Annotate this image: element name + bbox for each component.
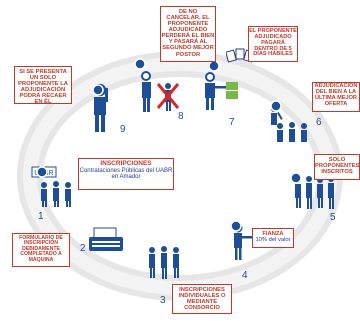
badge-8 [134,58,146,70]
typewriter-icon [89,227,123,251]
step-8-box: DE NO CANCELAR, EL PROPONENTE ADJUDICADO… [160,6,216,62]
step-7-figure-with-money [205,72,238,110]
step-2-box: FORMULARIO DE INSCRIPCIÓN DEBIDAMENTE CO… [12,233,70,267]
step-number-6: 6 [316,117,322,128]
step-6-box: ADJUDICACIÓN DEL BIEN A LA ÚLTIMA MEJOR … [312,82,360,112]
badge-1 [36,166,48,178]
step-1-box: INSCRIPCIONES Contrataciones Públicas de… [78,158,174,190]
step-8-title: DE NO CANCELAR, EL PROPONENTE ADJUDICADO… [161,9,215,58]
step-5-title: SOLO PROPONENTES INSCRITOS [315,157,360,176]
step-number-9: 9 [120,124,126,135]
step-6-auction-figures [271,106,307,142]
badge-5 [290,172,302,184]
step-number-1: 1 [38,211,44,222]
badge-6 [270,100,282,112]
step-7-title: EL PROPONENTE ADJUDICADO PAGARÁ DENTRO D… [249,28,297,58]
badge-7 [208,60,220,72]
step-7-box: EL PROPONENTE ADJUDICADO PAGARÁ DENTRO D… [248,26,298,62]
step-number-3: 3 [160,295,166,306]
step-9-box: SI SE PRESENTA UN SOLO PROPONENTE LA ADJ… [14,66,72,106]
step-number-8: 8 [178,111,184,122]
step-2-title: FORMULARIO DE INSCRIPCIÓN DEBIDAMENTE CO… [19,235,63,263]
step-5-group-figures [295,176,334,209]
step-4-box: FIANZA 10% del valor [252,228,294,248]
step-3-box: INSCRIPCIONES INDIVIDUALES O MEDIANTE CO… [172,284,232,314]
step-number-7: 7 [229,117,235,128]
step-5-box: SOLO PROPONENTES INSCRITOS [314,154,360,180]
step-1-title: INSCRIPCIONES [100,160,152,167]
badge-9 [92,84,104,96]
badge-4 [230,220,242,232]
step-6-title: ADJUDICACIÓN DEL BIEN A LA ÚLTIMA MEJOR … [314,83,358,107]
step-4-detail: 10% del valor [255,237,291,244]
step-3-title: INSCRIPCIONES INDIVIDUALES O MEDIANTE CO… [178,287,226,312]
step-number-4: 4 [242,270,248,281]
step-9-title: SI SE PRESENTA UN SOLO PROPONENTE LA ADJ… [18,69,68,106]
step-number-5: 5 [330,212,336,223]
step-3-group-figures [149,246,179,279]
step-number-2: 2 [80,243,86,254]
step-4-title: FIANZA [262,231,284,237]
step-8-figures [141,71,180,112]
step-1-detail: Contrataciones Públicas del UABR en Amad… [79,167,173,181]
